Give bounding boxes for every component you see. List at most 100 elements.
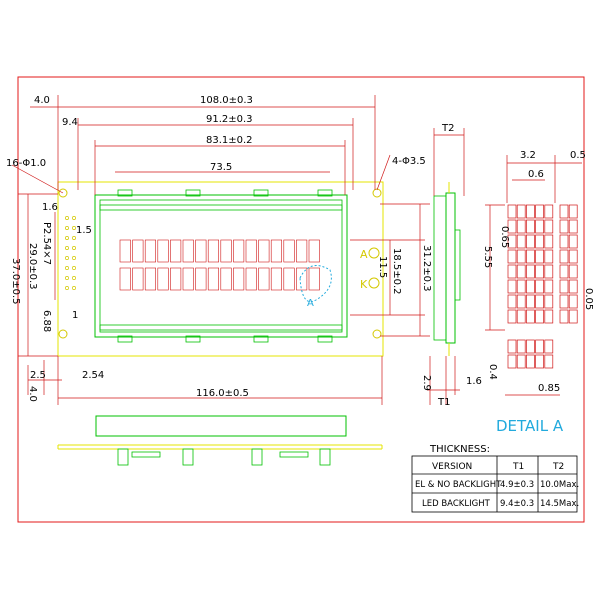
thickness-table: THICKNESS: VERSION T1 T2 EL & NO BACKLIG…	[411, 444, 579, 513]
dim-0-05: 0.05	[583, 288, 594, 310]
side-view: T2 2.9 1.6 T1	[421, 123, 482, 408]
tab	[117, 189, 133, 197]
table-row-1-t1: 4.9±0.3	[500, 480, 534, 490]
detail-dot	[526, 234, 535, 249]
detail-dot	[526, 279, 535, 294]
pin-hole	[65, 266, 69, 270]
detail-dot	[535, 354, 544, 369]
detail-dot	[559, 204, 569, 219]
table-row-1-t2: 10.0Max.	[540, 480, 579, 490]
detail-dot	[535, 294, 544, 309]
dim-3-2: 3.2	[520, 150, 536, 161]
detail-dot	[516, 204, 526, 219]
detail-dot	[507, 234, 517, 249]
tab	[185, 335, 201, 343]
detail-dot	[516, 309, 526, 324]
dim-11-5: 11.5	[377, 256, 388, 278]
detail-dot	[544, 234, 554, 249]
detail-dot	[535, 249, 544, 264]
table-border	[411, 455, 578, 513]
detail-dot	[559, 294, 569, 309]
cathode-label: K	[360, 278, 368, 291]
bezel-bottom-strip	[99, 324, 343, 331]
detail-dot	[544, 339, 554, 354]
detail-dot	[526, 309, 535, 324]
table-header-version: VERSION	[432, 462, 472, 472]
detail-callout-label: A	[307, 298, 314, 309]
detail-dot	[526, 339, 535, 354]
detail-dot	[526, 294, 535, 309]
char-cell	[283, 239, 295, 263]
character-cells	[119, 239, 320, 291]
detail-dot	[516, 279, 526, 294]
mount-hole	[372, 329, 382, 339]
detail-dot	[516, 264, 526, 279]
detail-dot	[544, 279, 554, 294]
anode-label: A	[360, 248, 368, 261]
pin-hole	[72, 256, 76, 260]
detail-dot	[516, 249, 526, 264]
detail-dot	[507, 264, 517, 279]
pin-header	[65, 216, 76, 290]
char-cell	[207, 239, 219, 263]
detail-dot	[516, 234, 526, 249]
detail-dot	[535, 309, 544, 324]
char-cell	[220, 267, 232, 291]
char-cell	[296, 239, 308, 263]
char-cell	[296, 267, 308, 291]
detail-dot	[535, 339, 544, 354]
pin-hole	[65, 226, 69, 230]
pin-hole	[72, 216, 76, 220]
dim-t2: T2	[441, 123, 454, 134]
module-body	[94, 194, 348, 338]
dim-2-54: 2.54	[82, 370, 104, 381]
detail-dot	[526, 219, 535, 234]
detail-dot	[535, 234, 544, 249]
detail-dot	[507, 204, 517, 219]
char-cell	[132, 239, 144, 263]
detail-dot	[535, 264, 544, 279]
detail-dot	[568, 309, 578, 324]
char-cell	[144, 267, 156, 291]
table-title: THICKNESS:	[429, 444, 490, 455]
detail-dot	[507, 219, 517, 234]
pin-hole	[65, 276, 69, 280]
detail-dot	[516, 219, 526, 234]
dim-2-5: 2.5	[30, 370, 46, 381]
char-cell	[207, 267, 219, 291]
detail-dot	[516, 294, 526, 309]
detail-a-title: DETAIL A	[496, 417, 564, 435]
char-cell	[270, 267, 283, 291]
dimension-lines	[11, 95, 430, 405]
detail-callout-circle	[299, 265, 332, 303]
table-row-2-t1: 9.4±0.3	[500, 499, 534, 509]
table-row-1-version: EL & NO BACKLIGHT	[415, 480, 502, 490]
char-cell	[182, 239, 194, 263]
detail-dot	[559, 219, 569, 234]
dim-18-5: 18.5±0.2	[391, 248, 402, 295]
dim-37-0: 37.0±0.5	[10, 258, 21, 305]
dim-73-5: 73.5	[210, 162, 232, 173]
detail-dot	[559, 234, 569, 249]
tab	[253, 335, 269, 343]
dim-29-0: 29.0±0.3	[27, 243, 38, 290]
tab	[253, 189, 269, 197]
detail-dot	[535, 219, 544, 234]
pin-hole	[72, 286, 76, 290]
dim-9-4: 9.4	[62, 117, 78, 128]
detail-dot	[507, 279, 517, 294]
char-cell	[270, 239, 283, 263]
tab	[185, 189, 201, 197]
char-cell	[144, 239, 156, 263]
char-cell	[195, 239, 207, 263]
detail-dot	[507, 249, 517, 264]
mount-hole	[58, 329, 68, 339]
bezel-top-strip	[99, 204, 343, 211]
detail-dot	[568, 279, 578, 294]
dim-16-holes: 16-Φ1.0	[6, 158, 46, 169]
char-cell	[283, 267, 295, 291]
dim-108-0: 108.0±0.3	[200, 95, 253, 106]
detail-dot	[544, 294, 554, 309]
dim-4-0: 4.0	[34, 95, 50, 106]
bottom-body	[95, 415, 347, 437]
